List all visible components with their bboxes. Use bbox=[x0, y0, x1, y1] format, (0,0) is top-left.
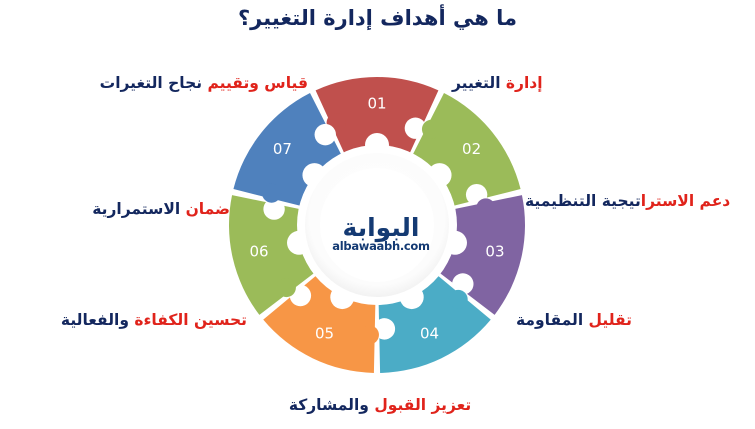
piece-number-05: 05 bbox=[315, 325, 334, 343]
puzzle-blank bbox=[404, 117, 427, 139]
puzzle-blank bbox=[373, 318, 396, 340]
label-part: الاستمرارية bbox=[92, 200, 186, 218]
puzzle-piece-06[interactable] bbox=[229, 195, 316, 315]
puzzle-piece-03[interactable] bbox=[438, 195, 525, 315]
piece-number-07: 07 bbox=[273, 140, 292, 158]
label-part: نجاح التغيرات bbox=[99, 74, 208, 92]
piece-number-04: 04 bbox=[420, 325, 439, 343]
label-part: والفعالية bbox=[60, 311, 135, 329]
hub-knob bbox=[442, 230, 467, 255]
hub-knob bbox=[399, 285, 424, 310]
segment-label-06: ضمان الاستمرارية bbox=[40, 200, 230, 219]
puzzle-tab bbox=[476, 198, 496, 218]
piece-number-03: 03 bbox=[485, 242, 504, 260]
label-part: إدارة bbox=[505, 74, 543, 92]
piece-number-01: 01 bbox=[367, 95, 386, 113]
label-part: تحسين الكفاءة bbox=[134, 311, 247, 329]
puzzle-wheel: 01 02 03 04 05 06 07 bbox=[198, 72, 556, 378]
label-part: تقليل bbox=[588, 311, 632, 329]
puzzle-blank bbox=[263, 198, 285, 220]
label-part: تيجية التنظيمية bbox=[525, 192, 641, 210]
piece-number-02: 02 bbox=[462, 140, 481, 158]
hub-knob bbox=[330, 285, 355, 310]
label-part: تعزيز القبول bbox=[374, 396, 472, 414]
puzzle-blank bbox=[314, 123, 336, 146]
segment-label-01: إدارة التغيير bbox=[452, 74, 543, 93]
segment-label-03: تقليل المقاومة bbox=[516, 311, 632, 330]
puzzle-tab bbox=[421, 119, 441, 139]
segment-label-05: تحسين الكفاءة والفعالية bbox=[22, 311, 247, 330]
hub-knob bbox=[365, 133, 389, 157]
label-part: دعم الاسترا bbox=[640, 192, 731, 210]
hub-logo-plate bbox=[320, 168, 434, 282]
label-part: المقاومة bbox=[516, 311, 589, 329]
segment-label-02: دعم الاستراتيجية التنظيمية bbox=[525, 192, 730, 211]
puzzle-piece-01[interactable] bbox=[315, 77, 439, 155]
wheel-numbers: 01 02 03 04 05 06 07 bbox=[249, 95, 504, 343]
puzzle-tab bbox=[276, 278, 296, 298]
label-part: ضمان bbox=[185, 200, 230, 218]
segment-label-04: تعزيز القبول والمشاركة bbox=[245, 396, 515, 415]
page-title: ما هي أهداف إدارة التغيير؟ bbox=[238, 6, 517, 30]
puzzle-tab bbox=[262, 183, 282, 203]
hub-knob bbox=[287, 230, 312, 255]
puzzle-wheel-svg: 01 02 03 04 05 06 07 bbox=[229, 77, 525, 373]
wheel-hub bbox=[287, 133, 467, 310]
label-part: والمشاركة bbox=[288, 396, 375, 414]
label-part: قياس وتقييم bbox=[207, 74, 308, 92]
puzzle-blank bbox=[452, 273, 474, 295]
puzzle-tab bbox=[448, 289, 468, 309]
piece-number-06: 06 bbox=[249, 242, 268, 260]
puzzle-tab bbox=[359, 325, 379, 345]
label-part: التغيير bbox=[452, 74, 506, 92]
segment-label-07: قياس وتقييم نجاح التغيرات bbox=[38, 74, 308, 93]
